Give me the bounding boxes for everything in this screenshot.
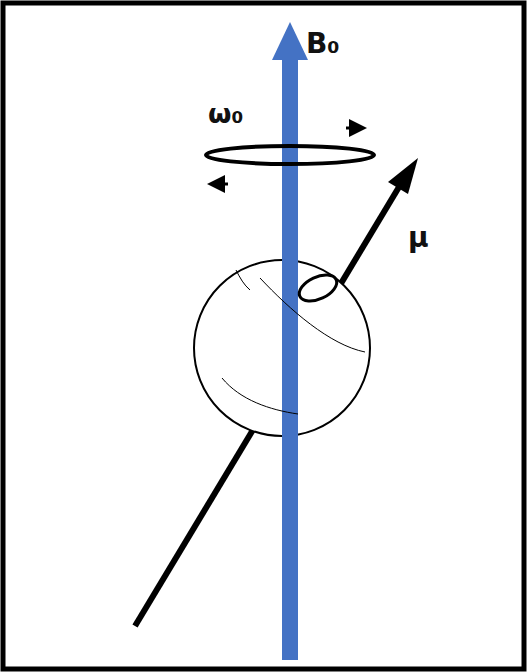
frequency-label: ω₀ <box>208 100 243 127</box>
axis-hole <box>295 270 341 307</box>
precession-ring <box>206 146 374 164</box>
moment-label: μ <box>408 224 429 252</box>
precession-arrow <box>346 127 358 130</box>
border-frame <box>3 3 524 669</box>
field-arrowhead <box>272 22 308 60</box>
surface-curve <box>260 278 365 352</box>
surface-curve <box>236 270 250 290</box>
precession-arrow <box>216 183 228 186</box>
field-label: B₀ <box>306 30 340 58</box>
moment-arrowhead <box>388 158 418 194</box>
moment-axis <box>135 182 402 626</box>
surface-curve <box>222 378 298 414</box>
